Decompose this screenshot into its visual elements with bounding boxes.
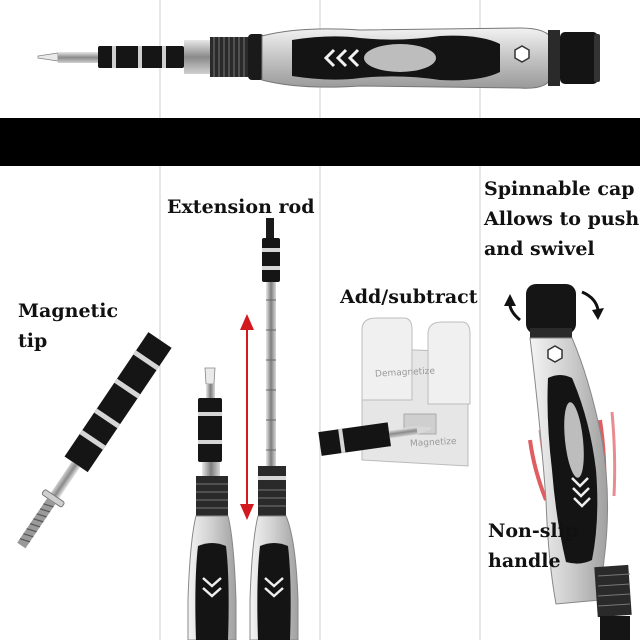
non-slip-handle-label: Non-slip handle [488, 516, 578, 576]
demagnetizer-block [318, 317, 471, 467]
magnetic-tip-line-2: tip [18, 330, 48, 352]
panel-dividers [159, 0, 481, 640]
extension-rod-label: Extension rod [167, 196, 315, 218]
spinnable-cap-line-1: Spinnable cap [484, 178, 635, 200]
add-subtract-label: Add/subtract [340, 286, 478, 308]
magnetic-tip-screwdriver [17, 332, 172, 549]
non-slip-line-1: Non-slip [488, 520, 579, 542]
length-arrow [240, 314, 254, 520]
spinnable-cap-label: Spinnable cap Allows to push and swivel [484, 174, 639, 264]
full-screwdriver [37, 27, 600, 89]
magnetic-tip-label: Magnetic tip [18, 296, 118, 356]
non-slip-line-2: handle [488, 550, 561, 572]
magnetic-tip-line-1: Magnetic [18, 300, 119, 322]
black-band [0, 118, 640, 166]
extension-rod-comparison [187, 218, 299, 640]
handle-closeup [504, 284, 632, 640]
spinnable-cap-line-2: Allows to push [484, 208, 640, 230]
spinnable-cap-line-3: and swivel [484, 238, 595, 260]
